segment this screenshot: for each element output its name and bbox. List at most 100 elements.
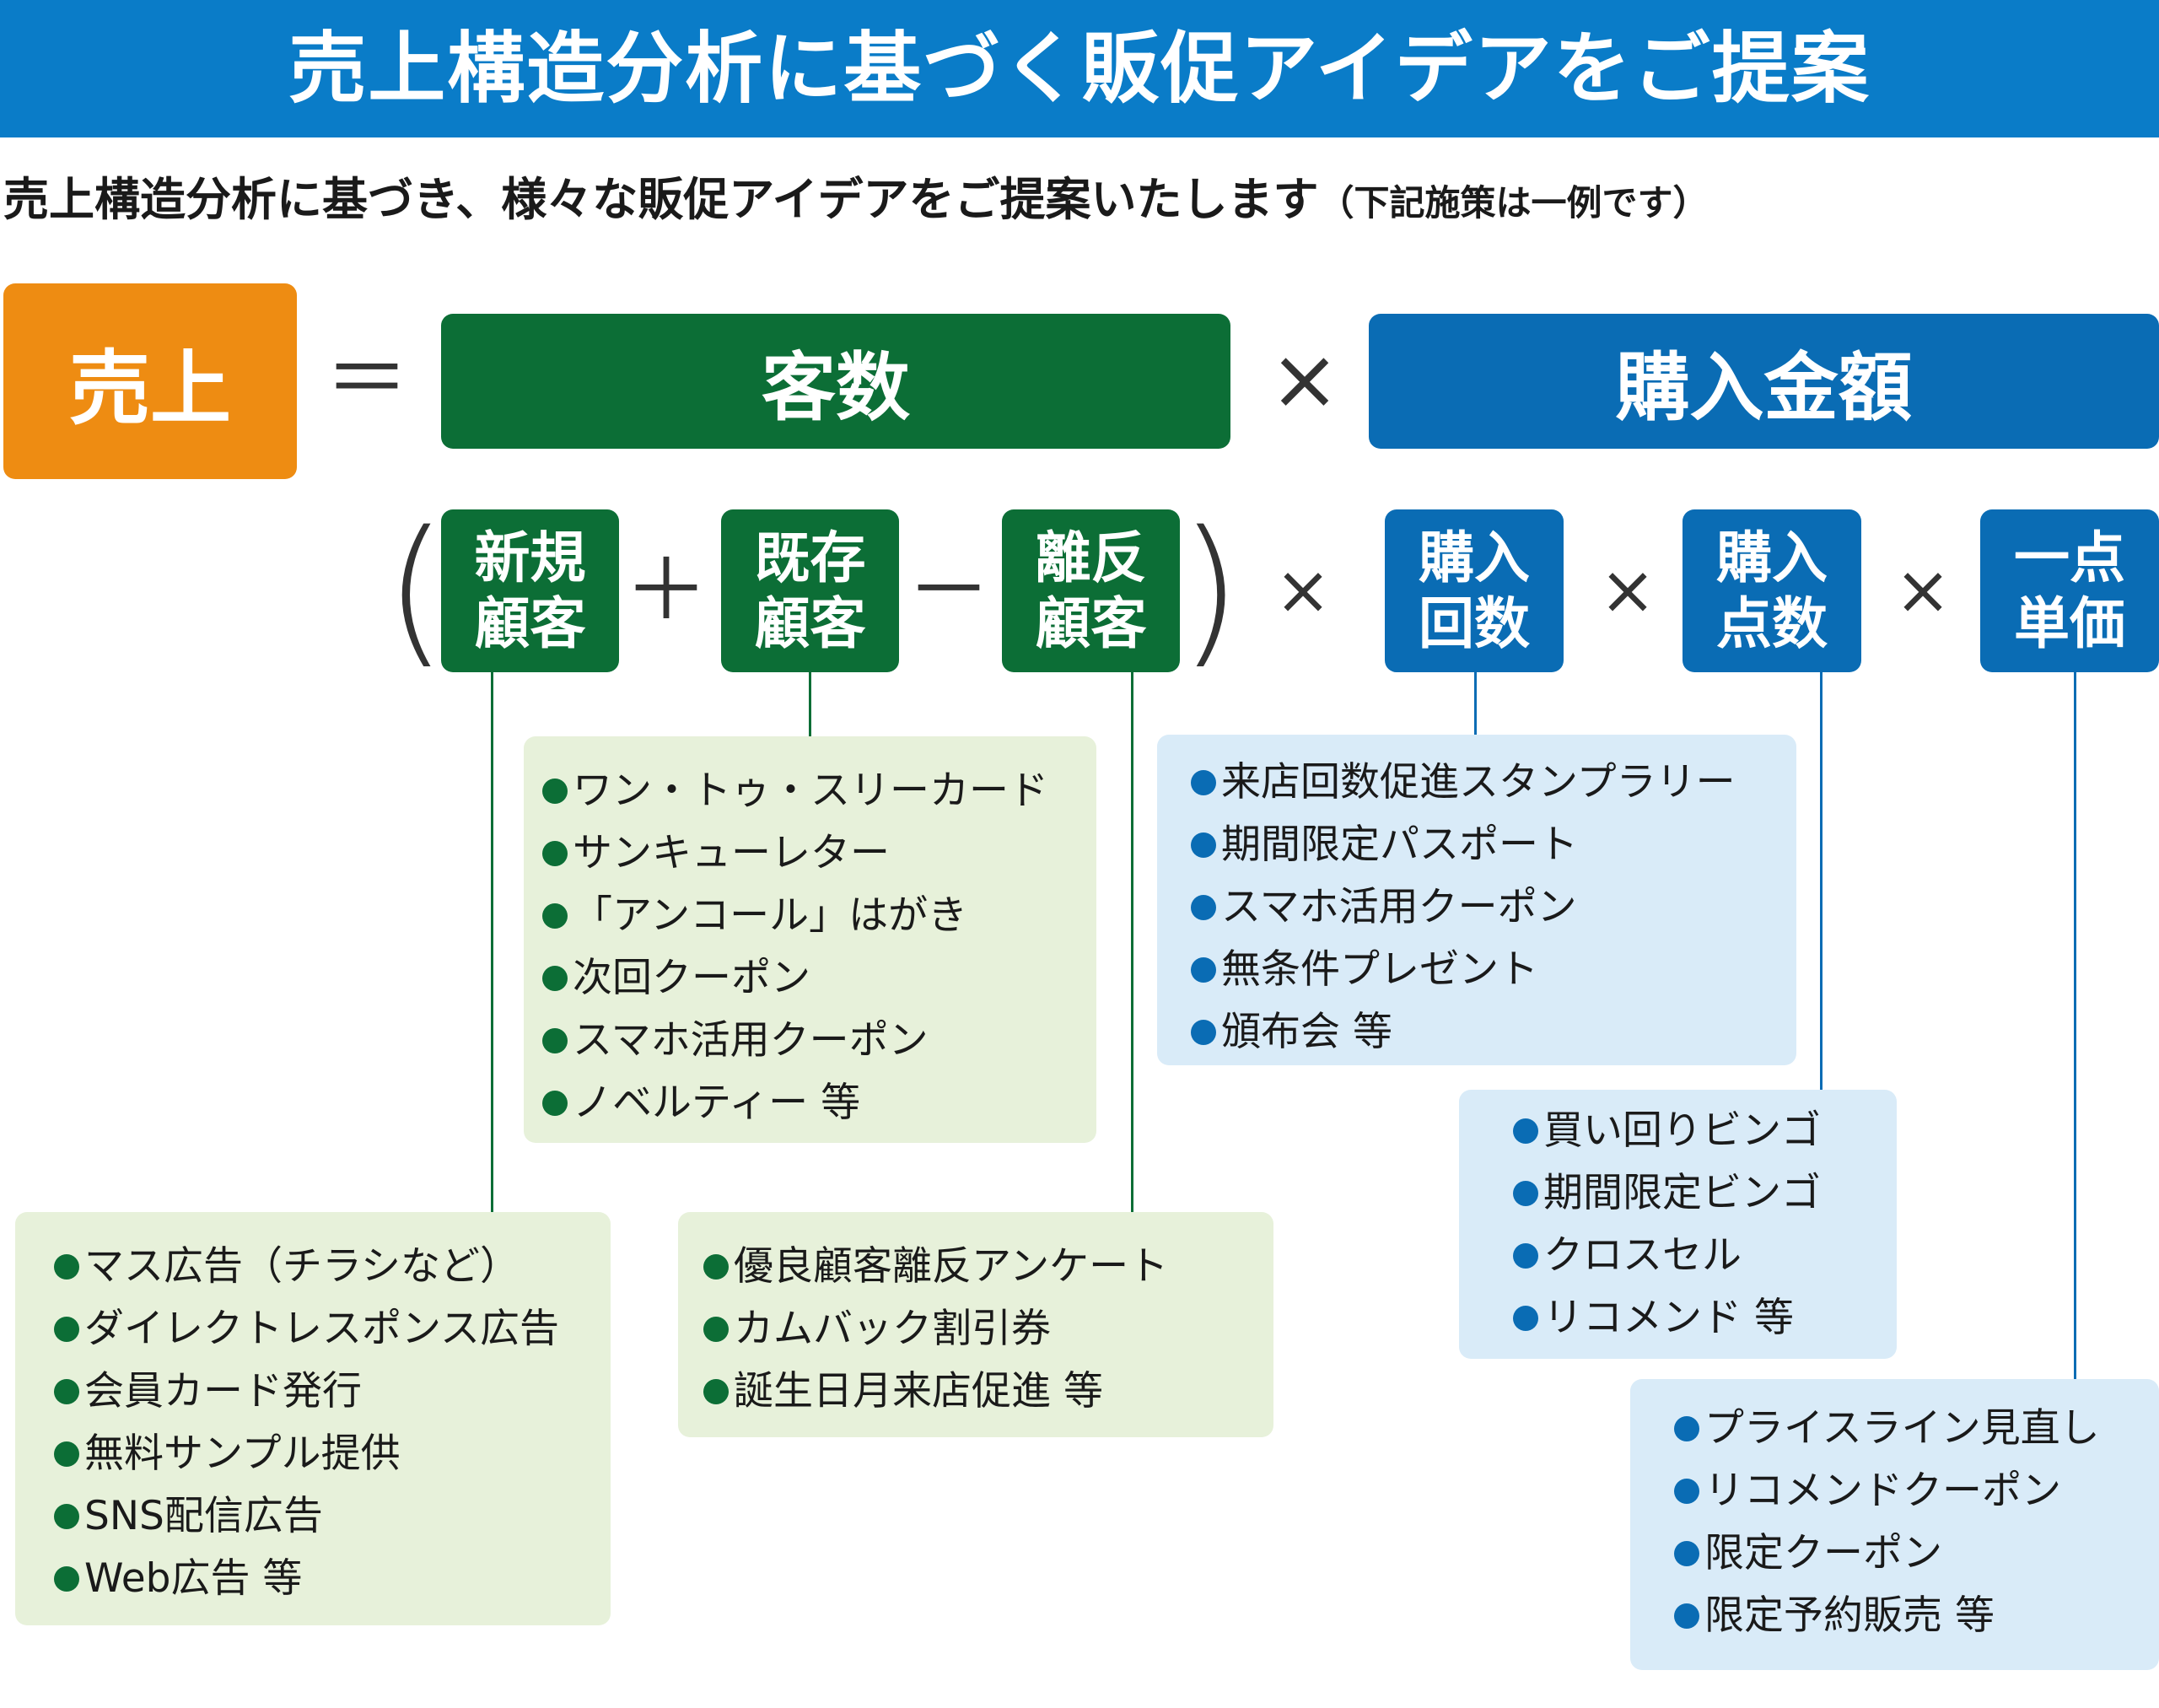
list-item: 誕生日月来店促進 等 <box>703 1360 1273 1423</box>
title-banner: 売上構造分析に基づく販促アイデアをご提案 <box>0 0 2159 137</box>
bullet-icon <box>1513 1118 1538 1144</box>
open-paren: ( <box>384 497 448 683</box>
lost-customers-list: 優良顧客離反アンケート カムバック割引券 誕生日月来店促進 等 <box>703 1236 1273 1423</box>
list-item: カムバック割引券 <box>703 1298 1273 1360</box>
list-item: スマホ活用クーポン <box>542 1010 1096 1072</box>
purchase-items-box: 購入 点数 <box>1683 509 1861 672</box>
list-item: 期間限定ビンゴ <box>1513 1162 1897 1225</box>
bullet-icon <box>1674 1603 1699 1629</box>
bullet-icon <box>542 1028 568 1053</box>
times-sign-main: × <box>1269 330 1340 428</box>
list-item: スマホ活用クーポン <box>1191 876 1796 939</box>
bullet-icon <box>1674 1479 1699 1504</box>
list-item: 期間限定パスポート <box>1191 814 1796 876</box>
bullet-icon <box>542 1091 568 1116</box>
bullet-icon <box>54 1504 79 1529</box>
bullet-icon <box>54 1254 79 1280</box>
purchase-items-line1: 購入 <box>1716 525 1828 590</box>
purchase-count-line2: 回数 <box>1419 590 1530 656</box>
connector-existing <box>809 672 811 736</box>
bullet-icon <box>1191 832 1216 858</box>
list-item: リコメンドクーポン <box>1674 1460 2159 1522</box>
connector-lost <box>1131 672 1133 1212</box>
list-item: 頒布会 等 <box>1191 1001 1796 1064</box>
unit-price-panel: プライスライン見直し リコメンドクーポン 限定クーポン 限定予約販売 等 <box>1630 1379 2159 1670</box>
lost-customers-box: 離反 顧客 <box>1002 509 1180 672</box>
list-item: 次回クーポン <box>542 947 1096 1010</box>
bullet-icon <box>1513 1306 1538 1331</box>
bullet-icon <box>54 1317 79 1342</box>
lost-customers-line1: 離反 <box>1035 525 1147 590</box>
bullet-icon <box>542 966 568 991</box>
list-item: 無条件プレゼント <box>1191 939 1796 1001</box>
page-subtitle: 売上構造分析に基づき、様々な販促アイデアをご提案いたします（下記施策は一例です） <box>3 165 2154 237</box>
new-customers-box: 新規 顧客 <box>441 509 619 672</box>
list-item: 限定予約販売 等 <box>1674 1585 2159 1647</box>
bullet-icon <box>703 1317 729 1342</box>
list-item: プライスライン見直し <box>1674 1398 2159 1460</box>
bullet-icon <box>1191 1020 1216 1045</box>
list-item: 来店回数促進スタンプラリー <box>1191 752 1796 814</box>
purchase-items-line2: 点数 <box>1716 590 1828 656</box>
purchase-count-line1: 購入 <box>1419 525 1530 590</box>
list-item: 限定クーポン <box>1674 1522 2159 1585</box>
purchase-items-list: 買い回りビンゴ 期間限定ビンゴ クロスセル リコメンド 等 <box>1513 1100 1897 1350</box>
existing-customers-line1: 既存 <box>754 525 866 590</box>
page-title: 売上構造分析に基づく販促アイデアをご提案 <box>288 23 1871 114</box>
existing-customers-list: ワン・トゥ・スリーカード サンキューレター 「アンコール」はがき 次回クーポン … <box>542 760 1096 1134</box>
new-customers-line1: 新規 <box>474 525 586 590</box>
lost-customers-line2: 顧客 <box>1035 590 1147 656</box>
list-item: 優良顧客離反アンケート <box>703 1236 1273 1298</box>
existing-customers-box: 既存 顧客 <box>721 509 899 672</box>
connector-unit <box>2074 672 2076 1379</box>
new-customers-list: マス広告（チラシなど） ダイレクトレスポンス広告 会員カード発行 無料サンプル提… <box>54 1236 611 1610</box>
list-item: サンキューレター <box>542 822 1096 885</box>
bullet-icon <box>542 779 568 804</box>
existing-customers-line2: 顧客 <box>754 590 866 656</box>
bullet-icon <box>542 903 568 929</box>
list-item: ノベルティー 等 <box>542 1072 1096 1134</box>
subtitle-note: （下記施策は一例です） <box>1318 182 1709 224</box>
unit-price-box: 一点 単価 <box>1980 509 2159 672</box>
list-item: クロスセル <box>1513 1225 1897 1287</box>
list-item: ダイレクトレスポンス広告 <box>54 1298 611 1360</box>
connector-count <box>1474 672 1477 735</box>
list-item: 買い回りビンゴ <box>1513 1100 1897 1162</box>
subtitle-text: 売上構造分析に基づき、様々な販促アイデアをご提案いたします <box>3 172 1319 226</box>
list-item: 「アンコール」はがき <box>542 885 1096 947</box>
plus-sign: ＋ <box>624 541 708 639</box>
bullet-icon <box>703 1379 729 1404</box>
customers-box: 客数 <box>441 314 1230 449</box>
bullet-icon <box>1191 895 1216 920</box>
list-item: Web広告 等 <box>54 1548 611 1610</box>
connector-new <box>491 672 493 1212</box>
purchase-items-panel: 買い回りビンゴ 期間限定ビンゴ クロスセル リコメンド 等 <box>1459 1090 1897 1359</box>
bullet-icon <box>703 1254 729 1280</box>
bullet-icon <box>1191 957 1216 983</box>
purchase-count-panel: 来店回数促進スタンプラリー 期間限定パスポート スマホ活用クーポン 無条件プレゼ… <box>1157 735 1796 1065</box>
bullet-icon <box>1513 1181 1538 1206</box>
minus-sign: － <box>907 541 991 639</box>
sales-box: 売上 <box>3 283 297 479</box>
bullet-icon <box>1513 1243 1538 1269</box>
list-item: マス広告（チラシなど） <box>54 1236 611 1298</box>
times-sign-3: × <box>1894 551 1952 629</box>
existing-customers-panel: ワン・トゥ・スリーカード サンキューレター 「アンコール」はがき 次回クーポン … <box>524 736 1096 1143</box>
bullet-icon <box>54 1379 79 1404</box>
times-sign-2: × <box>1599 551 1656 629</box>
list-item: ワン・トゥ・スリーカード <box>542 760 1096 822</box>
list-item: リコメンド 等 <box>1513 1287 1897 1350</box>
times-sign-1: × <box>1274 551 1332 629</box>
close-paren: ) <box>1178 497 1242 683</box>
new-customers-panel: マス広告（チラシなど） ダイレクトレスポンス広告 会員カード発行 無料サンプル提… <box>15 1212 611 1625</box>
bullet-icon <box>54 1441 79 1467</box>
bullet-icon <box>1674 1541 1699 1566</box>
bullet-icon <box>54 1566 79 1592</box>
new-customers-line2: 顧客 <box>474 590 586 656</box>
equals-sign: ＝ <box>325 330 409 428</box>
connector-items <box>1820 672 1822 1090</box>
bullet-icon <box>542 841 568 866</box>
list-item: SNS配信広告 <box>54 1485 611 1548</box>
purchase-count-list: 来店回数促進スタンプラリー 期間限定パスポート スマホ活用クーポン 無条件プレゼ… <box>1191 752 1796 1064</box>
unit-price-list: プライスライン見直し リコメンドクーポン 限定クーポン 限定予約販売 等 <box>1674 1398 2159 1647</box>
